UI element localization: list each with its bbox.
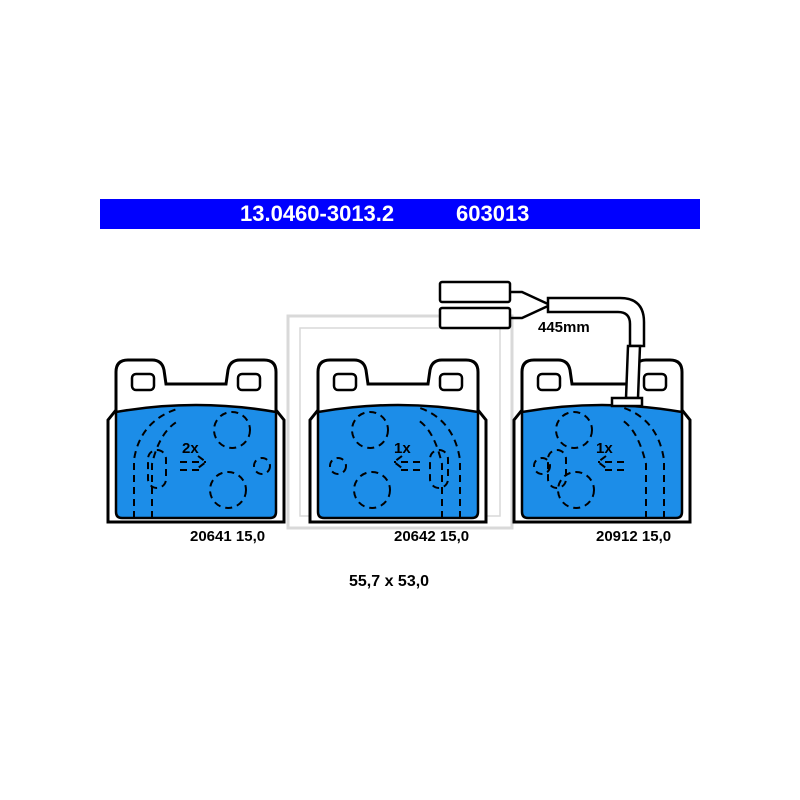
pad-2-code: 20642 15,0 — [394, 528, 470, 545]
pad-dimensions: 55,7 x 53,0 — [349, 573, 430, 590]
brake-pad-1 — [106, 358, 286, 524]
pad-3-code: 20912 15,0 — [596, 528, 672, 545]
friction-material — [520, 403, 684, 520]
brake-pad-3 — [512, 358, 692, 524]
pad-3-quantity: 1x — [596, 440, 613, 457]
wear-sensor — [438, 280, 646, 408]
brake-pad-2 — [308, 358, 488, 524]
pad-1-quantity: 2x — [182, 440, 199, 457]
header-bar: 13.0460-3013.2 603013 — [100, 199, 700, 229]
friction-material — [316, 403, 480, 520]
ref-number: 603013 — [456, 201, 530, 226]
sensor-length-label: 445mm — [538, 319, 590, 336]
pad-2-quantity: 1x — [394, 440, 411, 457]
part-number: 13.0460-3013.2 — [240, 201, 395, 226]
pad-1-code: 20641 15,0 — [190, 528, 266, 545]
